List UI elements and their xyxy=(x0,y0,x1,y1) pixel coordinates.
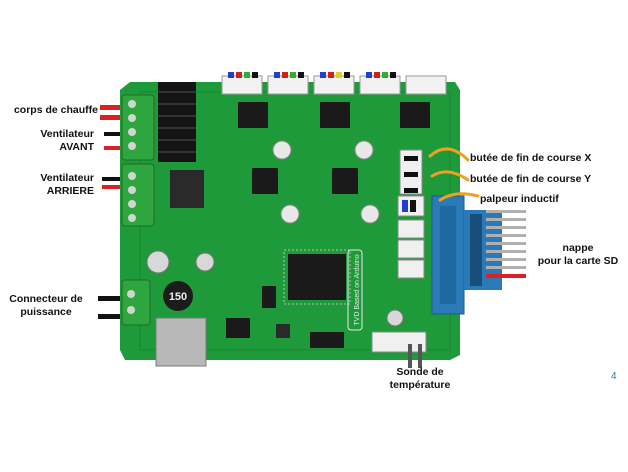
sd-ribbon-adapter xyxy=(431,195,526,315)
endstop-y-label: butée de fin de course Y xyxy=(470,173,592,185)
page-number: 4 xyxy=(611,371,617,382)
probe-label: palpeur inductif xyxy=(480,193,559,205)
terminal-block-power xyxy=(121,279,151,326)
inductor: 150 xyxy=(163,281,193,311)
microcontroller xyxy=(288,254,346,300)
endstop-connectors xyxy=(397,149,425,279)
stepper-connectors xyxy=(221,72,447,95)
power-wires xyxy=(98,296,128,319)
heater-wires xyxy=(100,105,128,120)
endstop-x-label: butée de fin de course X xyxy=(470,152,592,164)
svg-text:150: 150 xyxy=(169,291,187,303)
rear-fan-wires xyxy=(102,177,128,189)
heater-label: corps de chauffe xyxy=(13,104,98,116)
voltage-regulator xyxy=(170,170,204,208)
capacitors xyxy=(146,140,404,327)
board-silkscreen: TVD Based on Arduino xyxy=(347,249,363,331)
stepper-drivers xyxy=(238,102,430,194)
usb-port xyxy=(155,317,207,367)
temp-sensor-connector xyxy=(371,331,427,368)
svg-text:TVD Based on Arduino: TVD Based on Arduino xyxy=(354,254,361,325)
heatsink xyxy=(158,82,196,162)
terminal-block-middle xyxy=(121,163,155,227)
front-fan-wires xyxy=(104,132,130,150)
endstop-arrows xyxy=(428,147,480,202)
terminal-block-top xyxy=(121,94,155,161)
